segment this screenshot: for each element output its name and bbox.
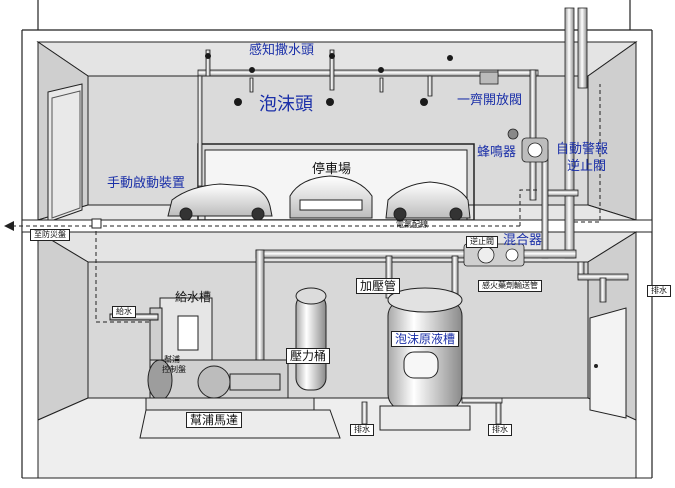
- label-foam-tank: 泡沫原液槽: [391, 331, 460, 347]
- pressure-tank: [295, 287, 327, 391]
- label-parking: 停車場: [312, 162, 352, 177]
- label-mixer: 混合器: [503, 233, 543, 248]
- label-water-supply-tank: 給水槽: [175, 290, 212, 304]
- junction-box: [91, 218, 102, 229]
- lower-room: [22, 231, 652, 479]
- pump-motor: [145, 359, 315, 413]
- label-pressure-tank: 壓力桶: [286, 348, 331, 364]
- label-sprinkler-head: 感知撒水頭: [249, 43, 315, 58]
- label-drain-1: 排水: [350, 424, 374, 436]
- label-manual-device: 手動啟動裝置: [107, 176, 186, 191]
- label-control-panel-1: 幫浦: [164, 355, 180, 364]
- foam-tank: [379, 287, 471, 431]
- label-water-supply: 給水: [112, 306, 136, 318]
- label-pump-motor: 幫浦馬達: [186, 412, 243, 428]
- label-wiring: 電氣配線: [396, 220, 428, 229]
- label-drain-2: 排水: [488, 424, 512, 436]
- label-check-valve: 逆止閥: [466, 236, 498, 248]
- label-buzzer: 蜂鳴器: [477, 145, 517, 160]
- arrow: [4, 221, 14, 231]
- sprinkler-heads: [205, 53, 453, 106]
- cars: [167, 175, 471, 221]
- valve-cluster: [479, 71, 549, 163]
- label-foam-head: 泡沫頭: [259, 94, 313, 115]
- building: [21, 0, 653, 478]
- label-fire-pump-line: 感火藥劑輸送管: [478, 280, 542, 292]
- label-check-valve-alarm: 逆止閥: [567, 159, 607, 174]
- label-auto-alarm: 自動警報: [556, 142, 609, 157]
- label-to-disaster-panel: 至防災盤: [30, 229, 70, 241]
- label-pressure-pipe: 加壓管: [356, 278, 401, 294]
- label-control-panel-2: 控制盤: [162, 365, 186, 374]
- label-deluge-valve: 一齊開放閥: [457, 93, 523, 108]
- label-drain-right: 排水: [647, 285, 671, 297]
